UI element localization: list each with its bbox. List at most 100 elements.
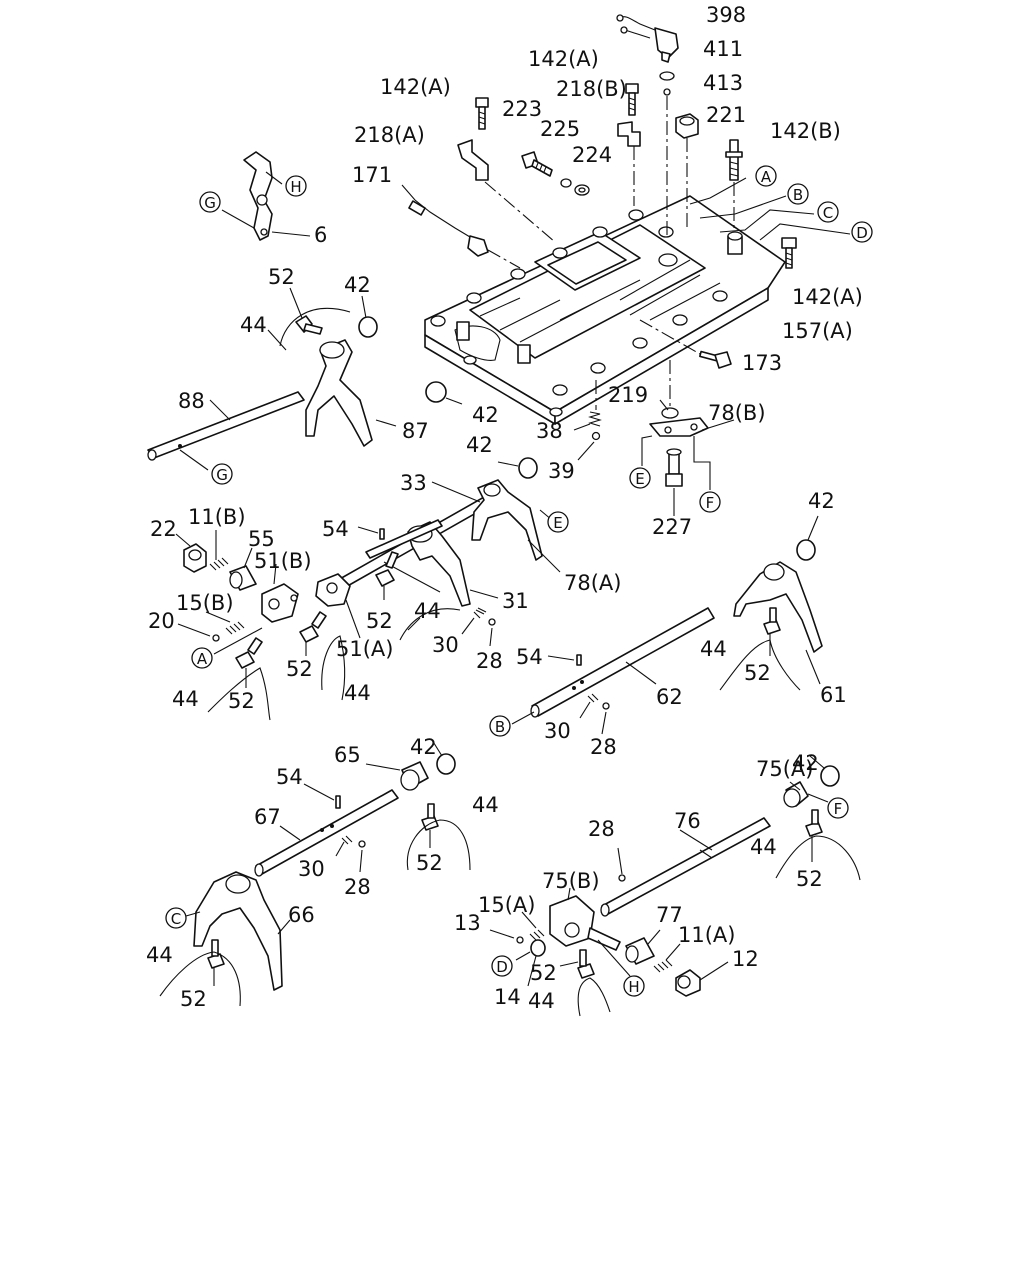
stud-142b (725, 139, 743, 181)
bush-42-f (820, 765, 840, 787)
part-label-44-d: 44 (344, 681, 371, 705)
part-label-11a: 11(A) (678, 923, 735, 947)
spring-15a (529, 929, 545, 941)
part-label-42-d: 42 (808, 489, 835, 513)
callout-letter: E (553, 514, 562, 532)
callout-letter: D (496, 958, 508, 976)
part-label-51a: 51(A) (336, 637, 393, 661)
callout-letter: H (628, 978, 639, 996)
callout-letter: B (793, 186, 803, 204)
sensor-171 (401, 184, 489, 257)
part-label-52-h: 52 (530, 961, 557, 985)
callout-circle (285, 175, 307, 197)
part-label-221: 221 (706, 103, 746, 127)
lever-78b (649, 417, 709, 437)
part-label-44-f: 44 (472, 793, 499, 817)
part-label-88: 88 (178, 389, 205, 413)
top-cover-group (401, 14, 797, 425)
top-cover-157a (424, 195, 786, 425)
washer-411 (659, 71, 675, 81)
spring-11b (209, 557, 229, 571)
bolt-173 (699, 350, 732, 369)
part-label-31: 31 (502, 589, 529, 613)
bolt-52-bll (207, 939, 225, 969)
part-label-66: 66 (288, 903, 315, 927)
part-label-33: 33 (400, 471, 427, 495)
callout-letter: F (706, 494, 715, 512)
callout-circle (547, 511, 569, 533)
collar-65 (400, 761, 429, 791)
fork-78a (471, 479, 543, 561)
part-label-413: 413 (703, 71, 743, 95)
shaft-76 (600, 817, 771, 917)
callout-letter: D (856, 224, 868, 242)
part-label-218b: 218(B) (556, 77, 627, 101)
callout-H-top: H (285, 175, 307, 197)
part-label-28-a: 28 (476, 649, 503, 673)
sleeve-55 (229, 565, 257, 591)
nut-221 (675, 113, 699, 139)
bolt-52-ll (235, 637, 263, 669)
part-labels: 398411413142(A)218(B)142(A)223225221142(… (146, 3, 863, 1013)
callout-letter: G (216, 466, 228, 484)
ball-28-b (602, 702, 610, 710)
spring-15b (225, 621, 245, 635)
part-label-14: 14 (494, 985, 521, 1009)
part-label-78b: 78(B) (708, 401, 766, 425)
part-label-224: 224 (572, 143, 612, 167)
callout-C-top: C (817, 201, 839, 223)
ball-13 (516, 936, 524, 944)
callout-A-left: A (191, 647, 213, 669)
bolt-52-bl (421, 803, 439, 831)
callout-circle (491, 955, 513, 977)
lever-6 (243, 151, 273, 241)
callout-circle (755, 165, 777, 187)
callout-circle (787, 183, 809, 205)
part-label-61: 61 (820, 683, 847, 707)
part-label-51b: 51(B) (254, 549, 312, 573)
bracket-218a (457, 139, 489, 181)
part-label-30-a: 30 (432, 633, 459, 657)
part-label-28-d: 28 (344, 875, 371, 899)
part-label-30-b: 30 (544, 719, 571, 743)
callout-circle (165, 907, 187, 929)
sleeve-77 (625, 937, 655, 965)
part-label-42-c: 42 (466, 433, 493, 457)
washer-225 (560, 178, 572, 188)
part-label-52-a: 52 (268, 265, 295, 289)
part-label-15b: 15(B) (176, 591, 234, 615)
ball-28-a (488, 618, 496, 626)
part-label-142b: 142(B) (770, 119, 841, 143)
part-label-22: 22 (150, 517, 177, 541)
part-label-52-d: 52 (744, 661, 771, 685)
callout-C-fork: C (165, 907, 187, 929)
spring-30-b (587, 693, 599, 703)
part-label-44-e: 44 (172, 687, 199, 711)
part-label-42-e: 42 (410, 735, 437, 759)
part-label-44-g: 44 (750, 835, 777, 859)
bolt-142a-top (625, 83, 639, 116)
callout-letter: E (635, 470, 644, 488)
part-label-78a: 78(A) (564, 571, 621, 595)
part-label-6: 6 (314, 223, 327, 247)
callout-letter: C (823, 204, 833, 222)
part-label-42-b: 42 (472, 403, 499, 427)
part-label-11b: 11(B) (188, 505, 246, 529)
part-label-223: 223 (502, 97, 542, 121)
ball-413 (663, 88, 671, 96)
bush-42-b (425, 381, 447, 403)
ball-39 (591, 431, 601, 441)
part-label-157a: 157(A) (782, 319, 853, 343)
part-label-20: 20 (148, 609, 175, 633)
part-label-218a: 218(A) (354, 123, 425, 147)
part-label-75a: 75(A) (756, 757, 813, 781)
part-label-42-f: 42 (792, 751, 819, 775)
part-label-52-f: 52 (416, 851, 443, 875)
shaft-67 (254, 789, 399, 877)
shaft-62 (530, 607, 715, 718)
callout-letter: C (171, 910, 181, 928)
part-label-30-c: 30 (298, 857, 325, 881)
callout-letter: F (834, 800, 843, 818)
part-label-44-b: 44 (414, 599, 441, 623)
